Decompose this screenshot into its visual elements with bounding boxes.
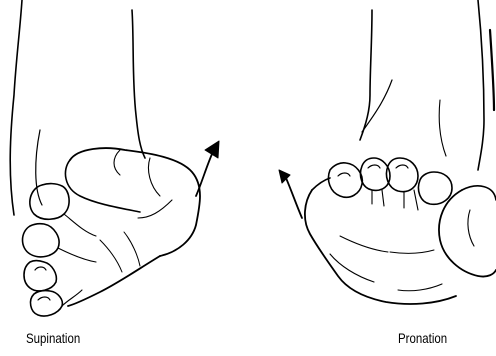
pronated-foot-drawing <box>279 0 496 304</box>
curved-arrow-up-left-icon <box>279 170 302 218</box>
pronation-caption: Pronation <box>398 330 447 346</box>
curved-arrow-up-right-icon <box>196 141 219 196</box>
supinated-foot-drawing <box>10 0 219 316</box>
supination-caption: Supination <box>26 330 80 346</box>
